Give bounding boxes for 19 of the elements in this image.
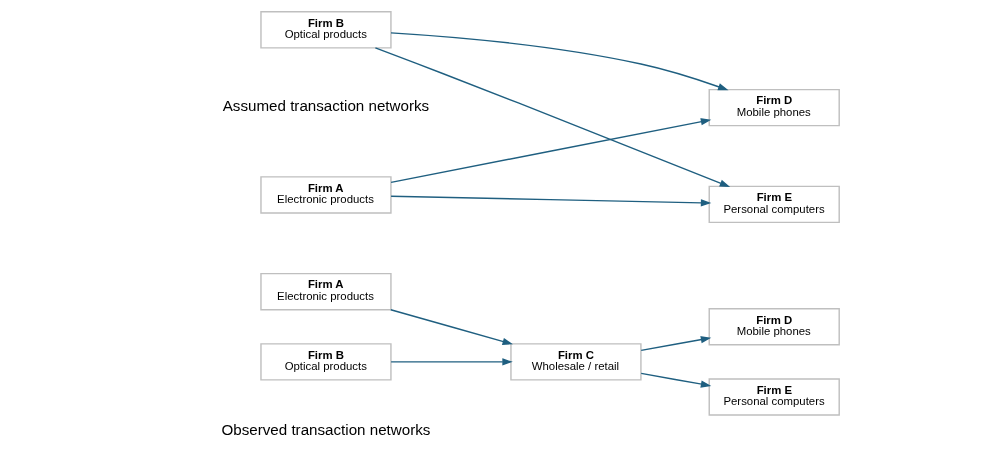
node-box: Firm D Mobile phones <box>708 88 840 127</box>
node-box: Firm C Wholesale / retail <box>510 343 642 381</box>
arrow <box>390 195 712 207</box>
node-box: Firm B Optical products <box>260 11 392 49</box>
label: Assumed transaction networks <box>222 97 430 115</box>
arrow <box>390 118 712 184</box>
arrow <box>390 358 513 366</box>
node-box: Firm A Electronic products <box>260 176 392 214</box>
node-box: Firm E Personal computers <box>708 378 840 416</box>
arrow <box>374 47 731 188</box>
node-box: Firm E Personal computers <box>708 185 840 224</box>
node-box: Firm A Electronic products <box>260 272 392 311</box>
arrow <box>640 372 712 388</box>
arrow <box>390 32 729 91</box>
node-box: Firm B Optical products <box>260 343 392 381</box>
label: Observed transaction networks <box>221 420 431 438</box>
arrow <box>640 336 712 352</box>
node-box: Firm D Mobile phones <box>708 308 840 346</box>
arrow <box>390 309 513 345</box>
